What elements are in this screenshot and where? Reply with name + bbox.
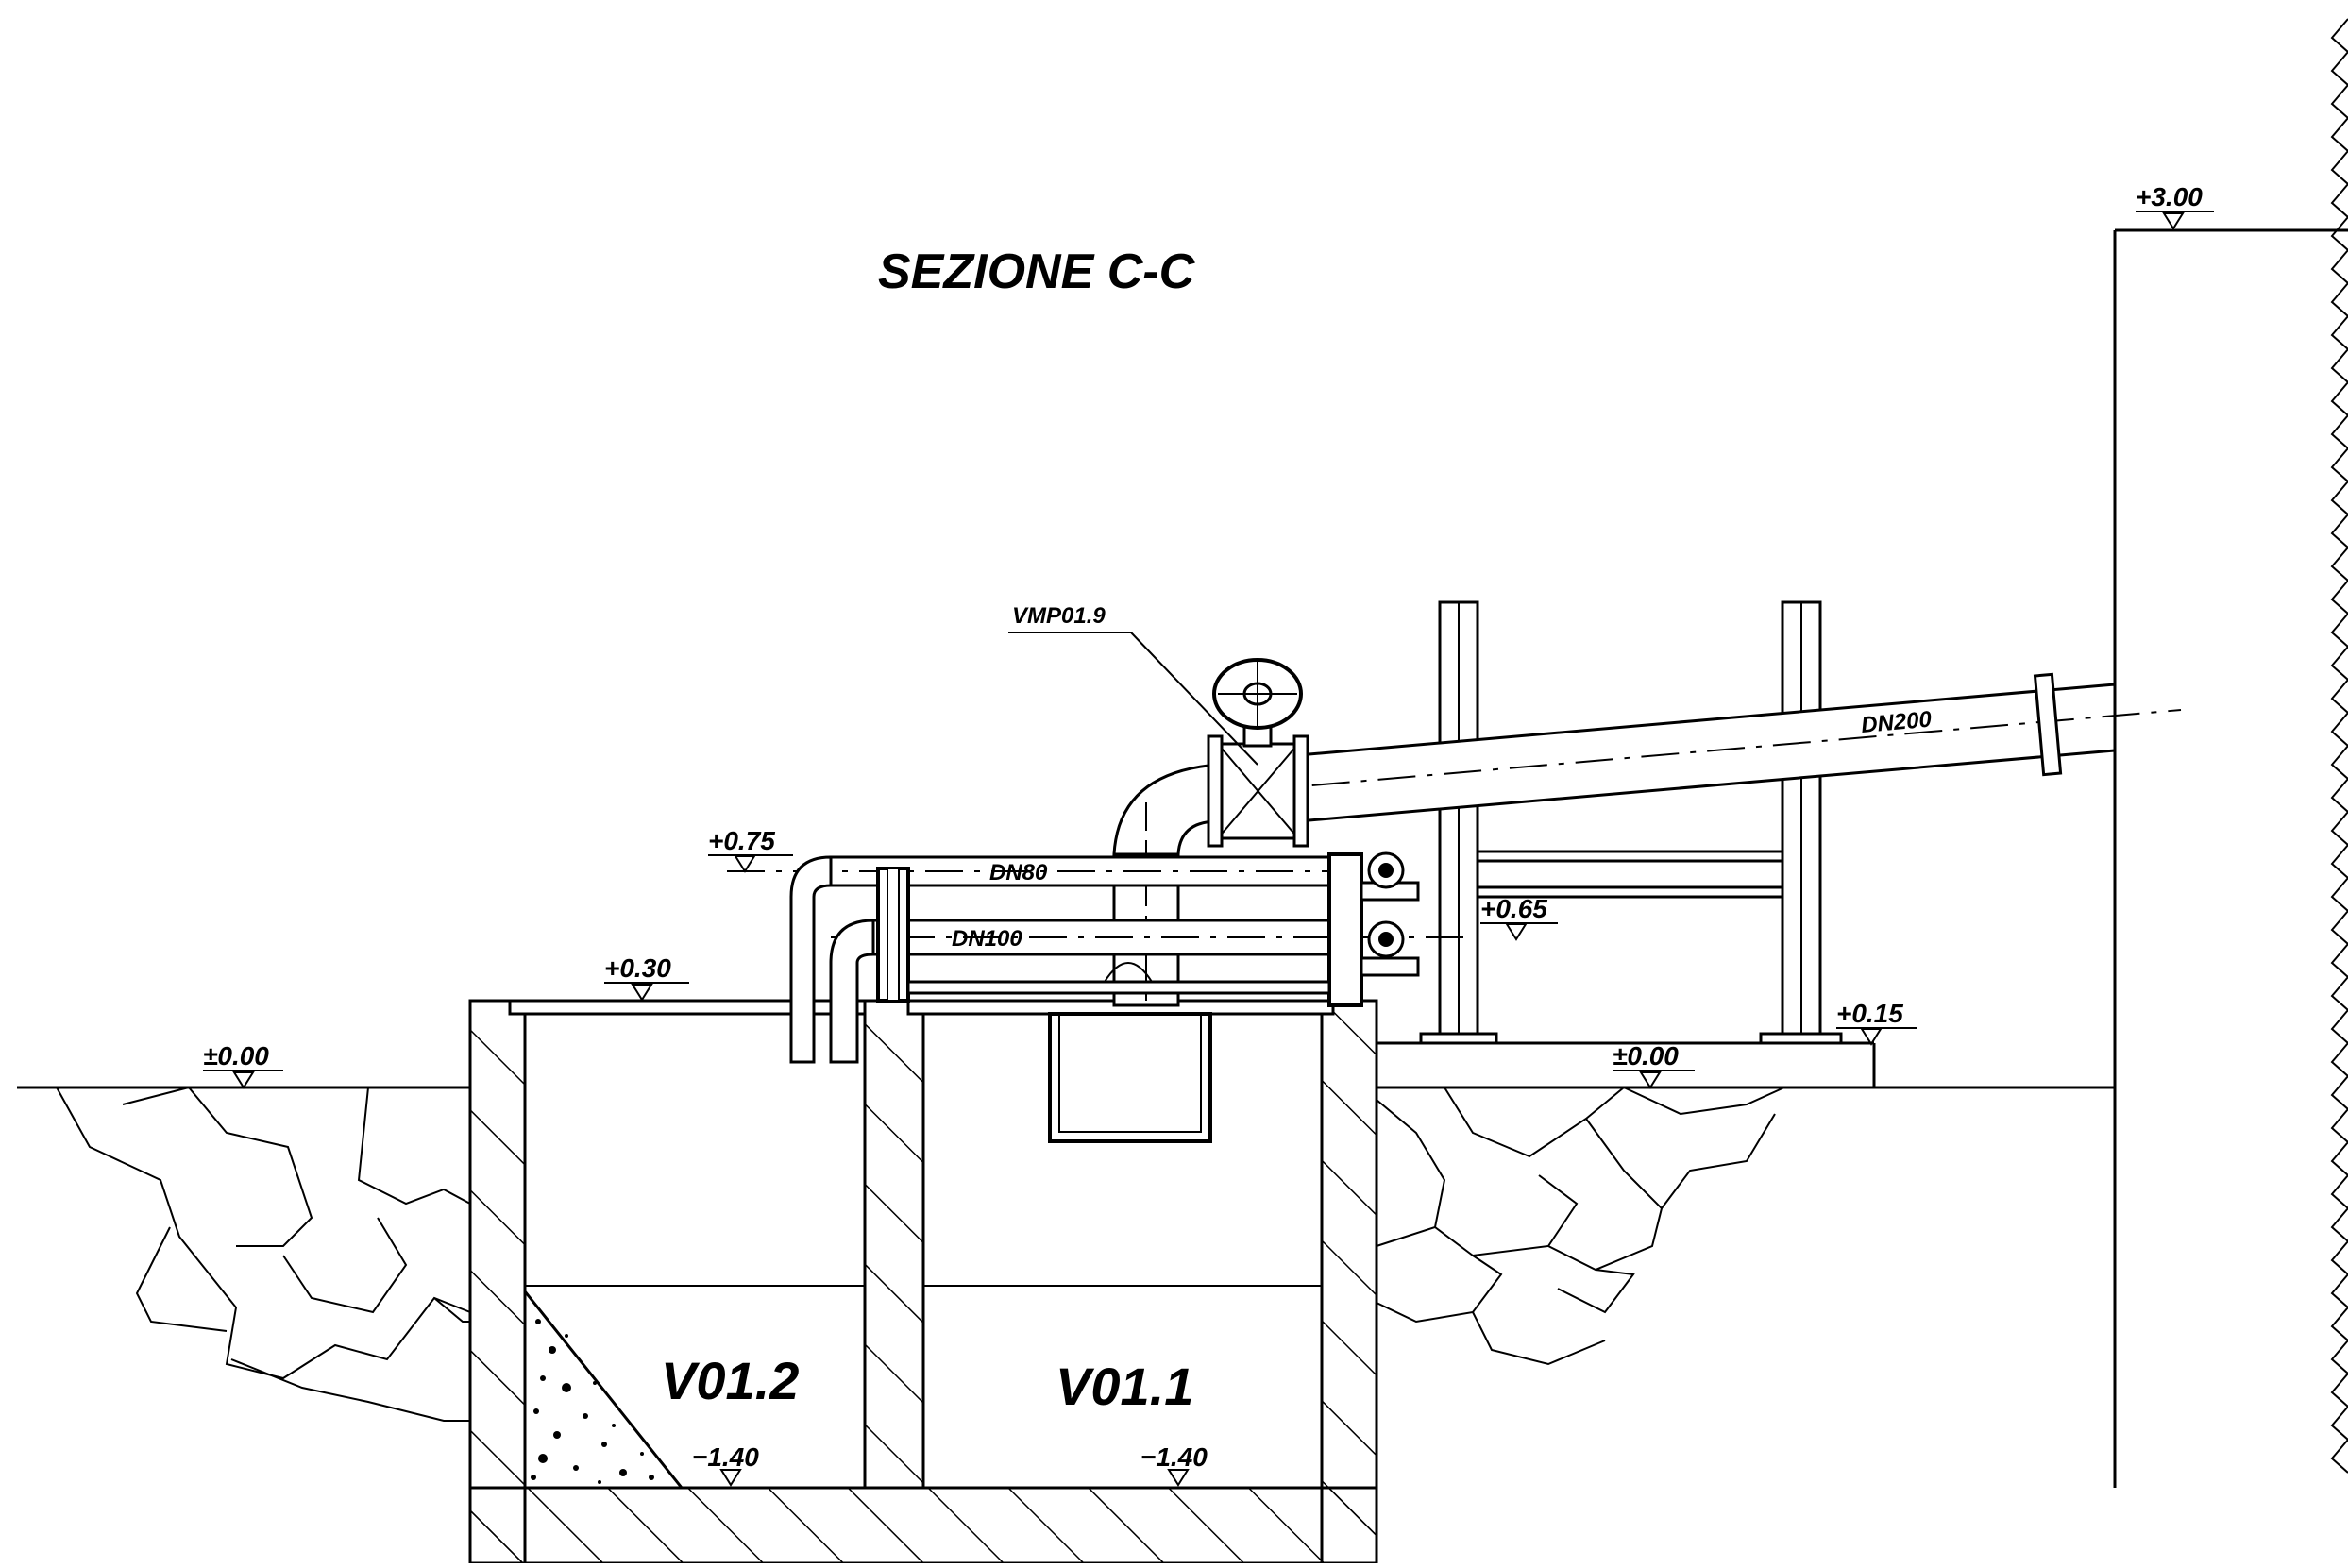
svg-text:+0.15: +0.15	[1836, 999, 1903, 1028]
rock-fill-left	[56, 1086, 471, 1422]
pipe-dn100: DN100	[829, 919, 1463, 1064]
svg-text:+0.75: +0.75	[708, 826, 775, 855]
svg-text:+3.00: +3.00	[2136, 182, 2203, 211]
pipe-dn200: DN200	[1245, 672, 2182, 823]
pipe-label-dn80: DN80	[989, 860, 1048, 885]
handwheel-icon	[1212, 658, 1303, 730]
tank-label-v011: V01.1	[1056, 1357, 1193, 1416]
svg-text:+0.65: +0.65	[1480, 894, 1547, 923]
elevation-marker-ground-left: ±0.00	[203, 1041, 283, 1089]
elevation-marker-dn100: +0.65	[1480, 894, 1558, 941]
svg-text:±0.00: ±0.00	[203, 1041, 269, 1071]
tank-structure	[468, 999, 1378, 1565]
svg-text:+0.30: +0.30	[604, 953, 671, 983]
tank-label-v012: V01.2	[661, 1351, 799, 1410]
pipe-label-dn100: DN100	[952, 926, 1022, 952]
pipe-support-frame	[1419, 600, 1843, 1045]
pipe-label-dn200: DN200	[1860, 707, 1933, 738]
elevation-marker-wall-top: +3.00	[2136, 182, 2214, 230]
drawing-title: SEZIONE C-C	[878, 244, 1196, 299]
gate-valve	[1207, 699, 1309, 848]
svg-text:VMP01.9: VMP01.9	[1012, 603, 1106, 629]
valve-tag: VMP01.9	[1008, 603, 1258, 766]
svg-text:±0.00: ±0.00	[1613, 1041, 1679, 1071]
elevation-marker-dn80: +0.75	[708, 826, 793, 873]
header-flanges	[876, 852, 1363, 1007]
elevation-marker-v012-bottom: −1.40	[692, 1442, 759, 1487]
gravel-fill	[523, 1287, 685, 1490]
elevation-marker-v011-bottom: −1.40	[1140, 1442, 1208, 1487]
elevation-marker-tank-top: +0.30	[604, 953, 689, 1002]
svg-text:−1.40: −1.40	[692, 1442, 759, 1472]
elevation-marker-ground-right: ±0.00	[1613, 1041, 1695, 1089]
pipe-clamps	[1360, 851, 1420, 977]
svg-text:−1.40: −1.40	[1140, 1442, 1208, 1472]
elevation-marker-slab: +0.15	[1836, 999, 1917, 1046]
rock-fill-right	[1376, 1087, 1785, 1366]
building-wall	[2113, 18, 2348, 1488]
